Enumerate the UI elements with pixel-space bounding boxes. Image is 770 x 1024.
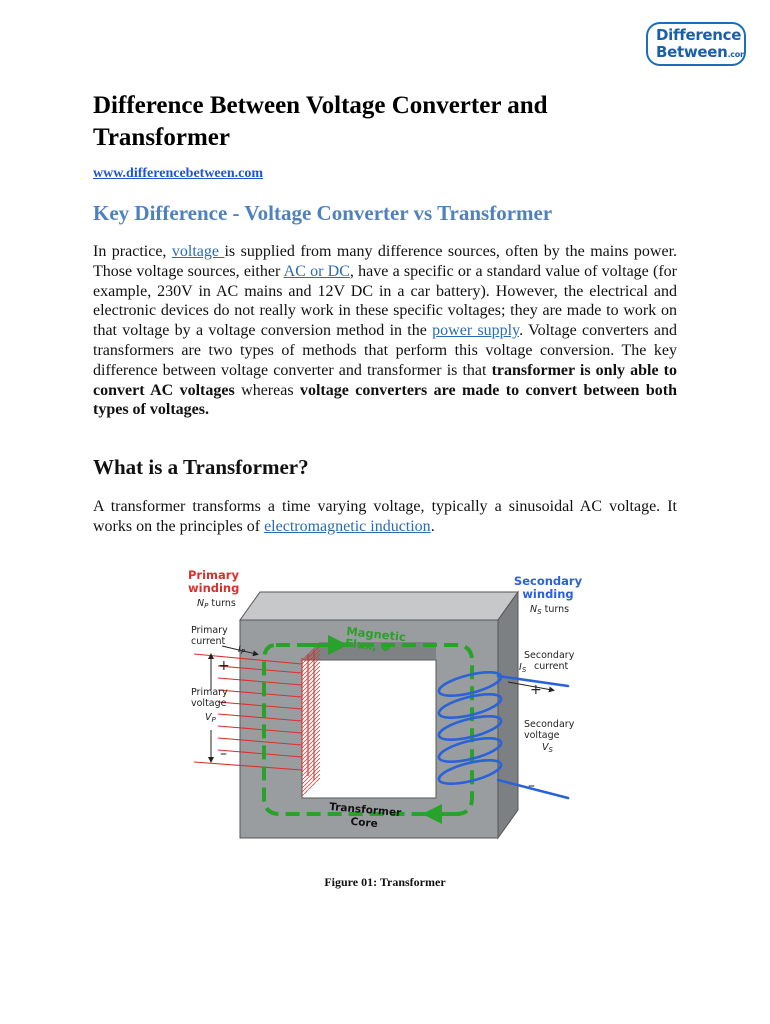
power-supply-link[interactable]: power supply — [432, 322, 520, 340]
site-logo[interactable]: Difference Between.com — [646, 22, 746, 66]
primary-minus: – — [220, 746, 227, 762]
np-turns: turns — [211, 598, 236, 609]
vs-subscript: S — [549, 746, 554, 754]
core-window-side — [302, 642, 320, 798]
secondary-plus: + — [530, 682, 542, 698]
secondary-current-line-2: current — [534, 661, 569, 672]
voltage-link[interactable]: voltage — [171, 243, 225, 260]
vp-label: VP — [205, 712, 217, 724]
is-subscript: S — [522, 666, 527, 674]
primary-current-line-1: Primary — [191, 625, 228, 636]
ip-subscript: P — [241, 648, 246, 656]
figure-caption: Figure 01: Transformer — [324, 875, 446, 889]
ns-turns-label: NS turns — [530, 604, 569, 616]
primary-winding-line-1: Primary — [188, 568, 239, 582]
logo-line-2-text: Between — [656, 43, 728, 61]
vp-subscript: P — [212, 716, 217, 724]
np-subscript: P — [204, 602, 209, 610]
np-turns-label: NP turns — [197, 598, 236, 610]
p1-text-3: , have a specific or a standard value of… — [93, 262, 677, 340]
vp-symbol: V — [205, 712, 213, 723]
p1-text-4: . Voltage converters and transformers ar… — [93, 322, 678, 379]
intro-paragraph: In practice, voltage is supplied from ma… — [93, 242, 677, 420]
flux-label: MagneticFlux, Φ — [344, 624, 406, 656]
p1-text-5: whereas — [234, 381, 300, 399]
secondary-voltage-line-1: Secondary — [524, 719, 575, 730]
primary-plus: + — [218, 658, 230, 674]
ac-dc-link[interactable]: AC or DC — [283, 262, 350, 280]
ns-turns: turns — [545, 604, 570, 615]
core-top-face — [239, 591, 519, 621]
core-right-face — [497, 590, 519, 840]
is-label: IS — [519, 662, 527, 674]
flux-line-2: Flux, Φ — [344, 636, 391, 655]
ns-symbol: N — [530, 604, 537, 615]
flux-line-1: Magnetic — [346, 624, 407, 644]
what-is-transformer-heading: What is a Transformer? — [93, 455, 309, 479]
p2-text-1: A transformer transforms a time varying … — [93, 498, 677, 535]
primary-winding — [193, 650, 315, 780]
secondary-current-arrow — [507, 681, 555, 693]
np-symbol: N — [197, 598, 204, 609]
site-link[interactable]: www.differencebetween.com — [93, 166, 264, 181]
core-line-2: Core — [350, 816, 378, 830]
p1-bold-1: transformer is only able to convert AC v… — [93, 361, 678, 399]
document-title: Difference Between Voltage Converter and… — [93, 92, 548, 151]
p1-text-1: In practice, — [93, 243, 172, 260]
electromagnetic-induction-link[interactable]: electromagnetic induction — [264, 517, 431, 535]
secondary-current-line-1: Secondary — [524, 650, 575, 661]
primary-voltage-line-2: voltage — [191, 698, 227, 709]
ns-subscript: S — [537, 608, 542, 616]
logo-suffix: .com — [727, 50, 746, 59]
primary-voltage-line-1: Primary — [191, 687, 228, 698]
primary-current-arrow — [221, 645, 259, 657]
p1-bold-2: voltage converters are made to convert b… — [93, 381, 678, 419]
secondary-voltage-line-2: voltage — [524, 730, 560, 741]
transformer-paragraph: A transformer transforms a time varying … — [93, 497, 677, 537]
logo-line-1: Difference — [656, 26, 742, 44]
secondary-winding — [437, 671, 570, 800]
logo-line-2: Between.com — [656, 43, 746, 61]
vs-label: VS — [542, 742, 554, 754]
key-difference-heading: Key Difference - Voltage Converter vs Tr… — [93, 201, 553, 225]
secondary-winding-line-1: Secondary — [514, 574, 583, 588]
ip-symbol: I — [238, 644, 241, 655]
primary-current-line-2: current — [191, 636, 226, 647]
secondary-minus: – — [528, 778, 535, 794]
primary-winding-line-2: winding — [188, 581, 239, 595]
vs-symbol: V — [542, 742, 550, 753]
secondary-winding-line-2: winding — [522, 587, 573, 601]
p2-text-2: . — [430, 517, 435, 535]
p1-text-2: is supplied from many difference sources… — [93, 243, 678, 280]
is-symbol: I — [519, 662, 522, 673]
ip-label: IP — [238, 644, 246, 656]
